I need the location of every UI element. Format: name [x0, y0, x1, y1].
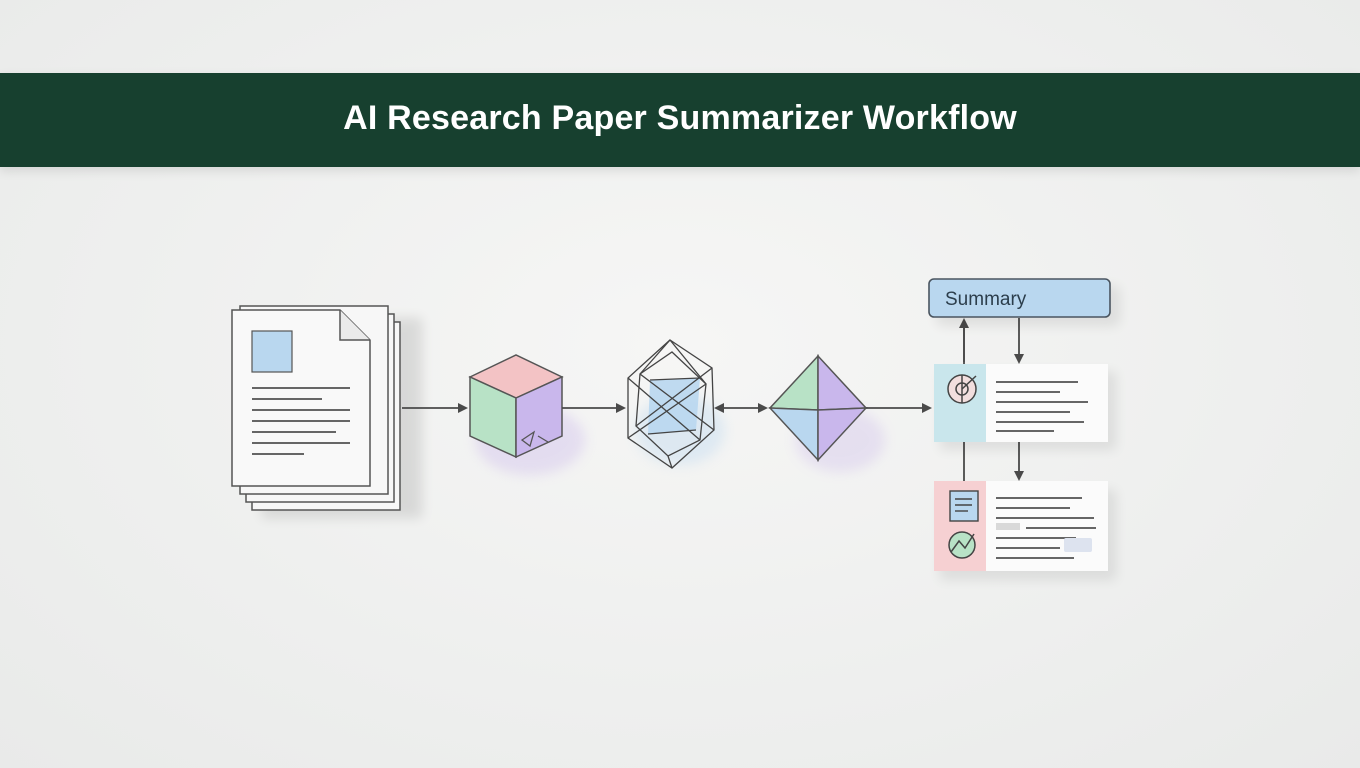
synthesis-diamond-icon — [768, 354, 885, 472]
page-title: AI Research Paper Summarizer Workflow — [343, 98, 1017, 137]
processing-cube-icon — [468, 354, 585, 475]
output-card-insights — [934, 364, 1116, 450]
analysis-polyhedron-icon — [627, 339, 725, 469]
title-bar: AI Research Paper Summarizer Workflow — [0, 73, 1360, 167]
document-stack-icon — [231, 305, 422, 518]
target-chart-icon — [947, 374, 977, 404]
document-mini-icon — [949, 490, 979, 522]
trend-chart-icon — [948, 531, 976, 559]
output-card-details — [934, 481, 1116, 580]
summary-label: Summary — [945, 289, 1027, 310]
summary-box: Summary — [928, 278, 1120, 326]
